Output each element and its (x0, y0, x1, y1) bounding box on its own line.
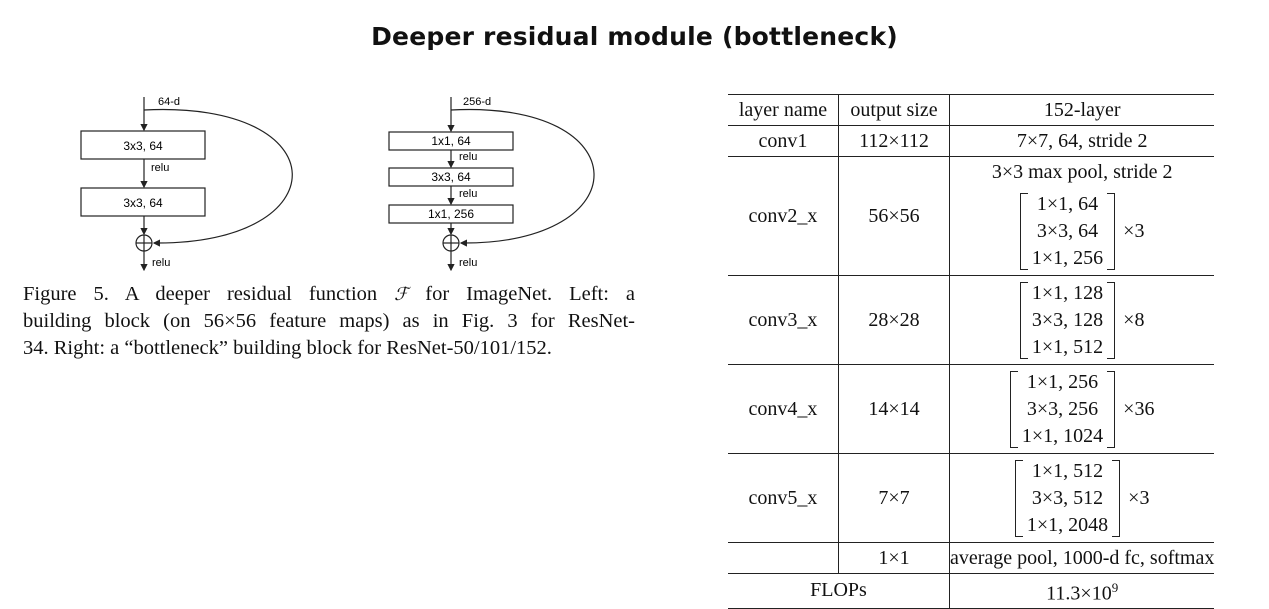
right-relu-1: relu (459, 151, 477, 163)
left-relu-2: relu (152, 257, 170, 269)
header-152-layer: 152-layer (949, 94, 1215, 126)
table-row-pool: conv2_x 56×56 3×3 max pool, stride 2 (728, 156, 1215, 276)
table-row-final: 1×1 average pool, 1000-d fc, softmax (728, 542, 1215, 574)
flops-value: 11.3×109 (949, 573, 1215, 609)
basic-building-block: 64-d 3x3, 64 relu 3x3, 64 relu (80, 96, 293, 272)
header-layer-name: layer name (728, 94, 839, 126)
right-relu-2: relu (459, 188, 477, 200)
right-input-label: 256-d (463, 96, 491, 108)
left-layer-1 (80, 130, 206, 160)
right-shortcut (450, 108, 595, 247)
left-layer-2 (80, 187, 206, 217)
table-row-conv1: conv1 112×112 7×7, 64, stride 2 (728, 125, 1215, 157)
caption-function-symbol: ℱ (394, 284, 409, 305)
table-row-flops: FLOPs 11.3×109 (728, 573, 1215, 609)
right-layer-2-label: 3x3, 64 (431, 170, 471, 184)
caption-line-3: 34. Right: a “bottleneck” building block… (23, 337, 552, 359)
left-input-label: 64-d (158, 96, 180, 108)
left-shortcut (143, 108, 293, 247)
caption-line-1: Figure 5. A deeper residual function ℱ f… (23, 283, 635, 305)
table-header-row: layer name output size 152-layer (728, 94, 1215, 126)
right-relu-3: relu (459, 257, 477, 269)
figure-caption: Figure 5. A deeper residual function ℱ f… (23, 281, 635, 362)
right-layer-3-label: 1x1, 256 (428, 207, 474, 221)
left-layer-2-label: 3x3, 64 (123, 196, 163, 210)
left-layer-1-label: 3x3, 64 (123, 139, 163, 153)
resnet152-architecture-table: layer name output size 152-layer conv1 1… (728, 94, 1215, 609)
page-title: Deeper residual module (bottleneck) (371, 22, 898, 51)
right-layer-1-label: 1x1, 64 (431, 134, 471, 148)
bottleneck-building-block: 256-d 1x1, 64 relu 3x3, 64 relu 1x1, 256… (388, 96, 595, 272)
left-relu-1: relu (151, 162, 169, 174)
header-output-size: output size (838, 94, 950, 126)
residual-block-diagram: 64-d 3x3, 64 relu 3x3, 64 relu 256-d 1x1… (80, 96, 595, 272)
caption-line-2: building block (on 56×56 feature maps) a… (23, 310, 635, 332)
